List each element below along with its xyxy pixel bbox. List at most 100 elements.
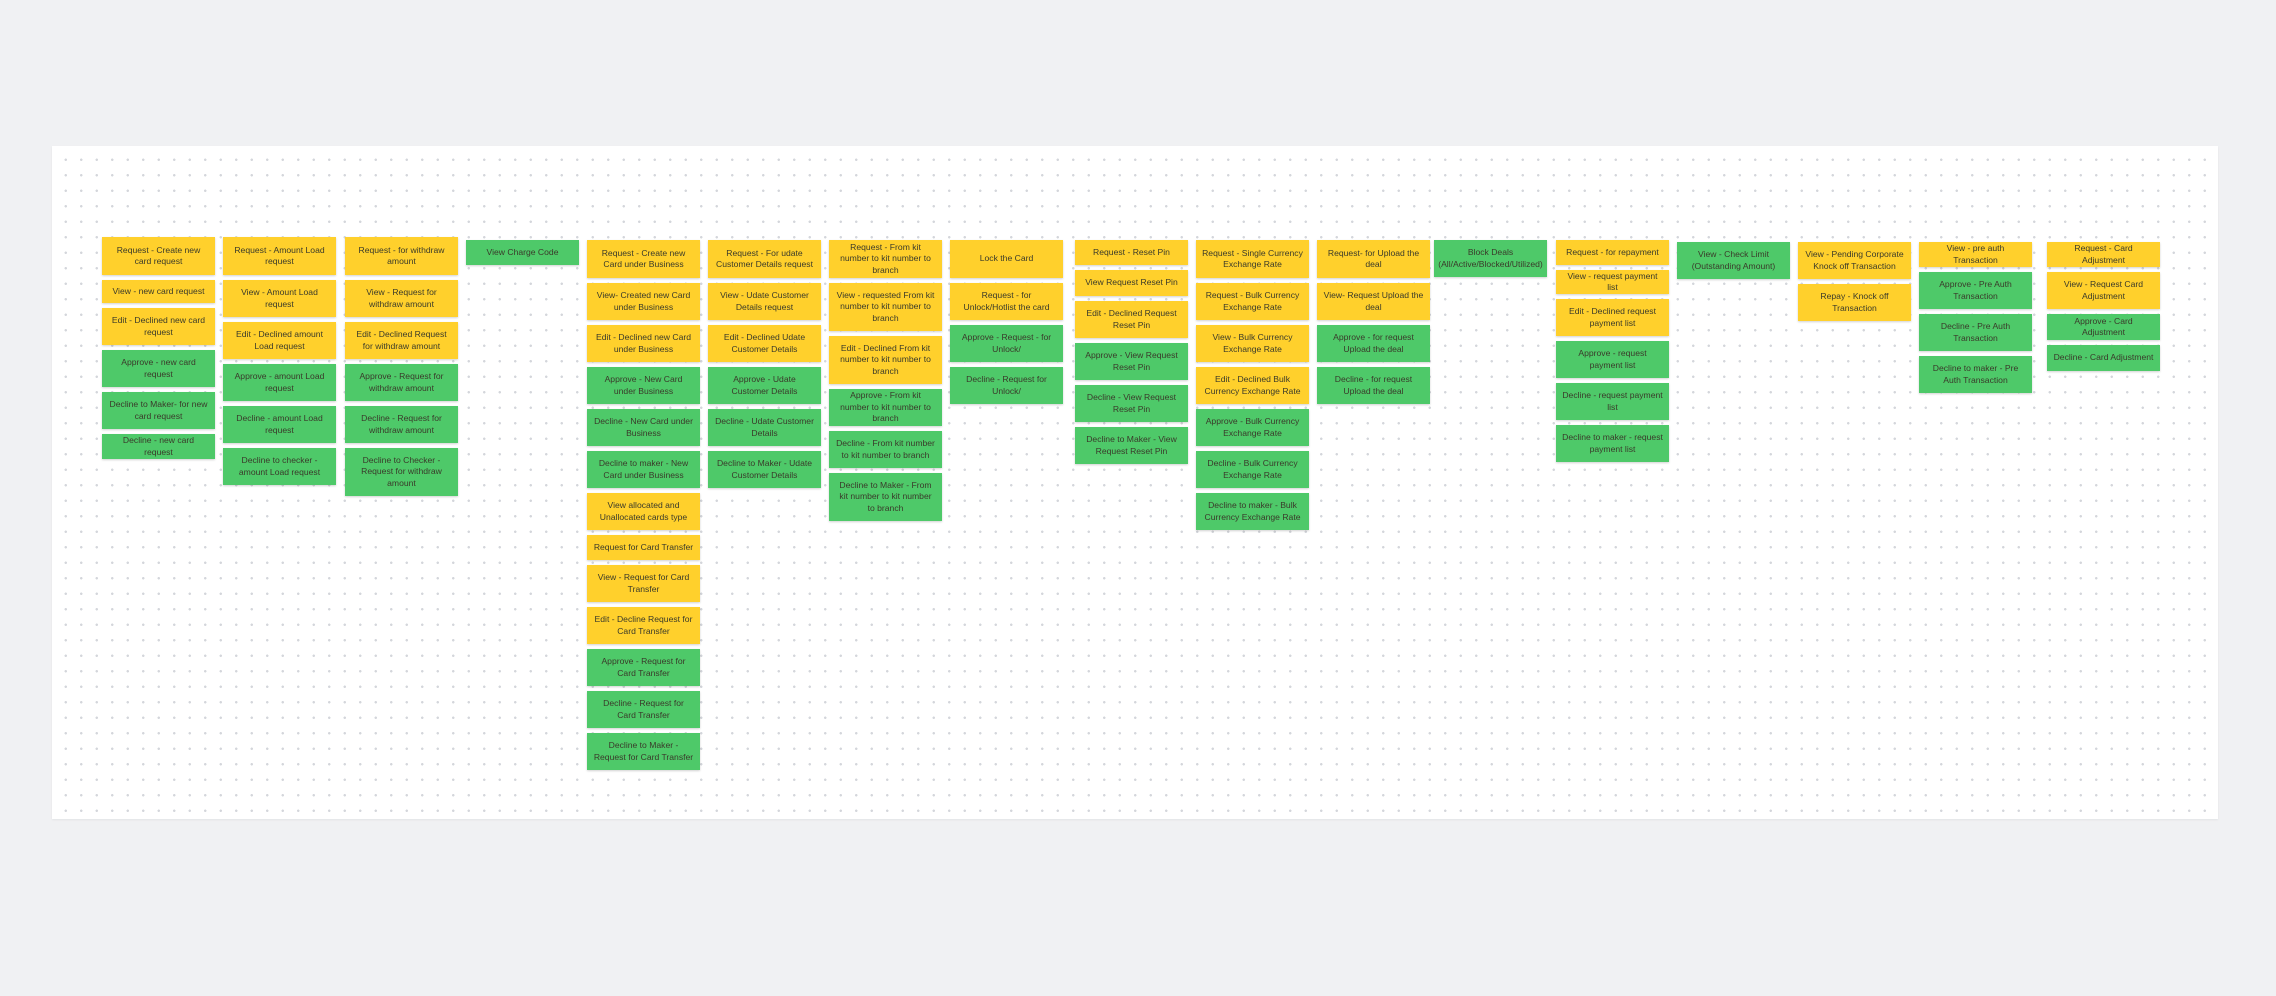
sticky-note[interactable]: Request - for Unlock/Hotlist the card [950,283,1063,320]
sticky-note[interactable]: Request - for repayment [1556,240,1669,265]
sticky-note[interactable]: Edit - Declined request payment list [1556,299,1669,336]
sticky-note[interactable]: Decline to Maker - Request for Card Tran… [587,733,700,770]
sticky-note[interactable]: View- Request Upload the deal [1317,283,1430,320]
sticky-note[interactable]: Decline - Card Adjustment [2047,345,2160,371]
sticky-note[interactable]: Edit - Declined Udate Customer Details [708,325,821,362]
sticky-note[interactable]: Approve - Request for Card Transfer [587,649,700,686]
sticky-note[interactable]: Decline to Maker - View Request Reset Pi… [1075,427,1188,464]
sticky-column-12: Block Deals (All/Active/Blocked/Utilized… [1434,240,1547,282]
sticky-note[interactable]: Request - Single Currency Exchange Rate [1196,240,1309,278]
sticky-note[interactable]: Approve - From kit number to kit number … [829,389,942,426]
sticky-note[interactable]: View- Created new Card under Business [587,283,700,320]
sticky-note[interactable]: Decline - New Card under Business [587,409,700,446]
sticky-note[interactable]: Decline - request payment list [1556,383,1669,420]
sticky-note[interactable]: Decline - From kit number to kit number … [829,431,942,468]
sticky-note[interactable]: Decline to maker - request payment list [1556,425,1669,462]
sticky-note[interactable]: View - request payment list [1556,270,1669,294]
sticky-note[interactable]: Decline to maker - New Card under Busine… [587,451,700,488]
sticky-note[interactable]: Decline to Maker - From kit number to ki… [829,473,942,521]
sticky-note[interactable]: View - Request for withdraw amount [345,280,458,317]
sticky-note[interactable]: Edit - Declined amount Load request [223,322,336,359]
sticky-note[interactable]: Edit - Declined From kit number to kit n… [829,336,942,384]
sticky-note[interactable]: Decline - Pre Auth Transaction [1919,314,2032,351]
sticky-note[interactable]: Edit - Declined new Card under Business [587,325,700,362]
sticky-note[interactable]: Decline - View Request Reset Pin [1075,385,1188,422]
sticky-note[interactable]: Request - for withdraw amount [345,237,458,275]
sticky-note[interactable]: Decline to maker - Bulk Currency Exchang… [1196,493,1309,530]
sticky-note[interactable]: Decline to maker - Pre Auth Transaction [1919,356,2032,393]
sticky-note[interactable]: View - Amount Load request [223,280,336,317]
sticky-note[interactable]: Decline - Bulk Currency Exchange Rate [1196,451,1309,488]
sticky-column-4: View Charge Code [466,240,579,270]
sticky-note[interactable]: Approve - Pre Auth Transaction [1919,272,2032,309]
sticky-column-7: Request - From kit number to kit number … [829,240,942,526]
sticky-column-5: Request - Create new Card under Business… [587,240,700,775]
sticky-note[interactable]: View - requested From kit number to kit … [829,283,942,331]
sticky-note[interactable]: Approve - Request - for Unlock/ [950,325,1063,362]
sticky-note[interactable]: Approve - Udate Customer Details [708,367,821,404]
sticky-note[interactable]: Approve - new card request [102,350,215,387]
sticky-note[interactable]: View allocated and Unallocated cards typ… [587,493,700,530]
sticky-note[interactable]: Request - For udate Customer Details req… [708,240,821,278]
sticky-note[interactable]: View - pre auth Transaction [1919,242,2032,267]
sticky-note[interactable]: Request - Reset Pin [1075,240,1188,265]
sticky-note[interactable]: Approve - New Card under Business [587,367,700,404]
sticky-note[interactable]: Request for Card Transfer [587,535,700,560]
sticky-note[interactable]: Approve - View Request Reset Pin [1075,343,1188,380]
sticky-note[interactable]: Block Deals (All/Active/Blocked/Utilized… [1434,240,1547,277]
sticky-note[interactable]: Decline - Udate Customer Details [708,409,821,446]
sticky-note[interactable]: Decline - Request for Unlock/ [950,367,1063,404]
sticky-note[interactable]: Approve - Request for withdraw amount [345,364,458,401]
sticky-note[interactable]: View Charge Code [466,240,579,265]
sticky-note[interactable]: Approve - Card Adjustment [2047,314,2160,340]
sticky-note[interactable]: Decline - Request for withdraw amount [345,406,458,443]
sticky-note[interactable]: View - Pending Corporate Knock off Trans… [1798,242,1911,279]
sticky-note[interactable]: Repay - Knock off Transaction [1798,284,1911,321]
sticky-note[interactable]: Lock the Card [950,240,1063,278]
sticky-note[interactable]: Approve - request payment list [1556,341,1669,378]
sticky-note[interactable]: Decline - amount Load request [223,406,336,443]
sticky-note[interactable]: Decline to checker - amount Load request [223,448,336,485]
sticky-note[interactable]: Decline to Checker - Request for withdra… [345,448,458,496]
sticky-note[interactable]: Approve - for request Upload the deal [1317,325,1430,362]
sticky-column-14: View - Check Limit (Outstanding Amount) [1677,242,1790,284]
sticky-note[interactable]: Edit - Declined Request for withdraw amo… [345,322,458,359]
sticky-note[interactable]: Edit - Declined Request Reset Pin [1075,301,1188,338]
sticky-note[interactable]: Decline to Maker - Udate Customer Detail… [708,451,821,488]
sticky-note[interactable]: Request- for Upload the deal [1317,240,1430,278]
sticky-note[interactable]: Decline - for request Upload the deal [1317,367,1430,404]
sticky-note[interactable]: View - Udate Customer Details request [708,283,821,320]
sticky-note[interactable]: Edit - Decline Request for Card Transfer [587,607,700,644]
sticky-note[interactable]: View - new card request [102,280,215,303]
sticky-note[interactable]: Approve - Bulk Currency Exchange Rate [1196,409,1309,446]
sticky-note[interactable]: View - Request Card Adjustment [2047,272,2160,309]
sticky-column-15: View - Pending Corporate Knock off Trans… [1798,242,1911,326]
sticky-note[interactable]: Request - From kit number to kit number … [829,240,942,278]
sticky-note[interactable]: Request - Bulk Currency Exchange Rate [1196,283,1309,320]
sticky-note[interactable]: Edit - Declined Bulk Currency Exchange R… [1196,367,1309,404]
sticky-note[interactable]: Decline - new card request [102,434,215,459]
sticky-note[interactable]: Request - Card Adjustment [2047,242,2160,267]
sticky-note[interactable]: Request - Create new Card under Business [587,240,700,278]
sticky-note[interactable]: Request - Create new card request [102,237,215,275]
sticky-note[interactable]: Request - Amount Load request [223,237,336,275]
sticky-note[interactable]: Decline to Maker- for new card request [102,392,215,429]
sticky-note[interactable]: Edit - Declined new card request [102,308,215,345]
sticky-note[interactable]: View - Check Limit (Outstanding Amount) [1677,242,1790,279]
sticky-note[interactable]: Approve - amount Load request [223,364,336,401]
sticky-note[interactable]: Decline - Request for Card Transfer [587,691,700,728]
sticky-note[interactable]: View - Bulk Currency Exchange Rate [1196,325,1309,362]
sticky-note[interactable]: View Request Reset Pin [1075,270,1188,296]
sticky-note[interactable]: View - Request for Card Transfer [587,565,700,602]
